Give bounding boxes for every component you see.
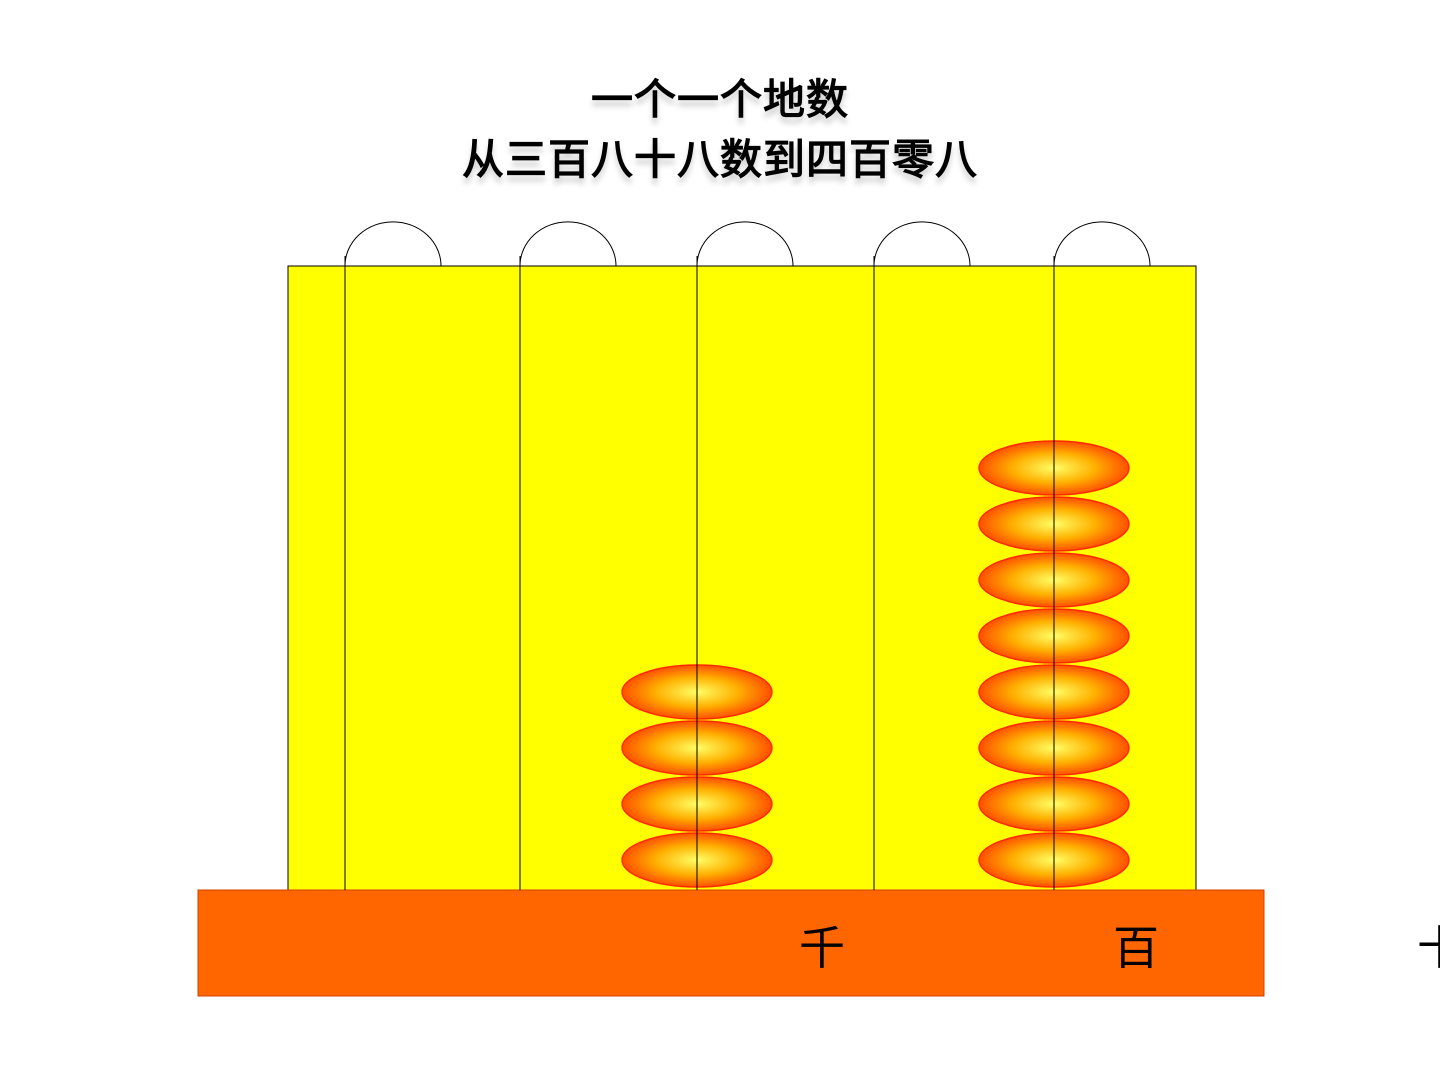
place-label-tens: 十 xyxy=(1417,921,1440,975)
rod-loop-3 xyxy=(696,221,794,267)
abacus-base xyxy=(197,889,1265,997)
rod-loop-4 xyxy=(873,221,971,267)
place-label-hundreds: 百 xyxy=(1113,921,1159,975)
title-line-2: 从三百八十八数到四百零八 xyxy=(461,135,978,184)
title-line-1: 一个一个地数 xyxy=(590,75,849,124)
rod-loop-5 xyxy=(1053,221,1151,267)
rod-loop-2 xyxy=(519,221,617,267)
place-label-thousands: 千 xyxy=(799,921,845,975)
rod-loop-1 xyxy=(344,221,442,267)
